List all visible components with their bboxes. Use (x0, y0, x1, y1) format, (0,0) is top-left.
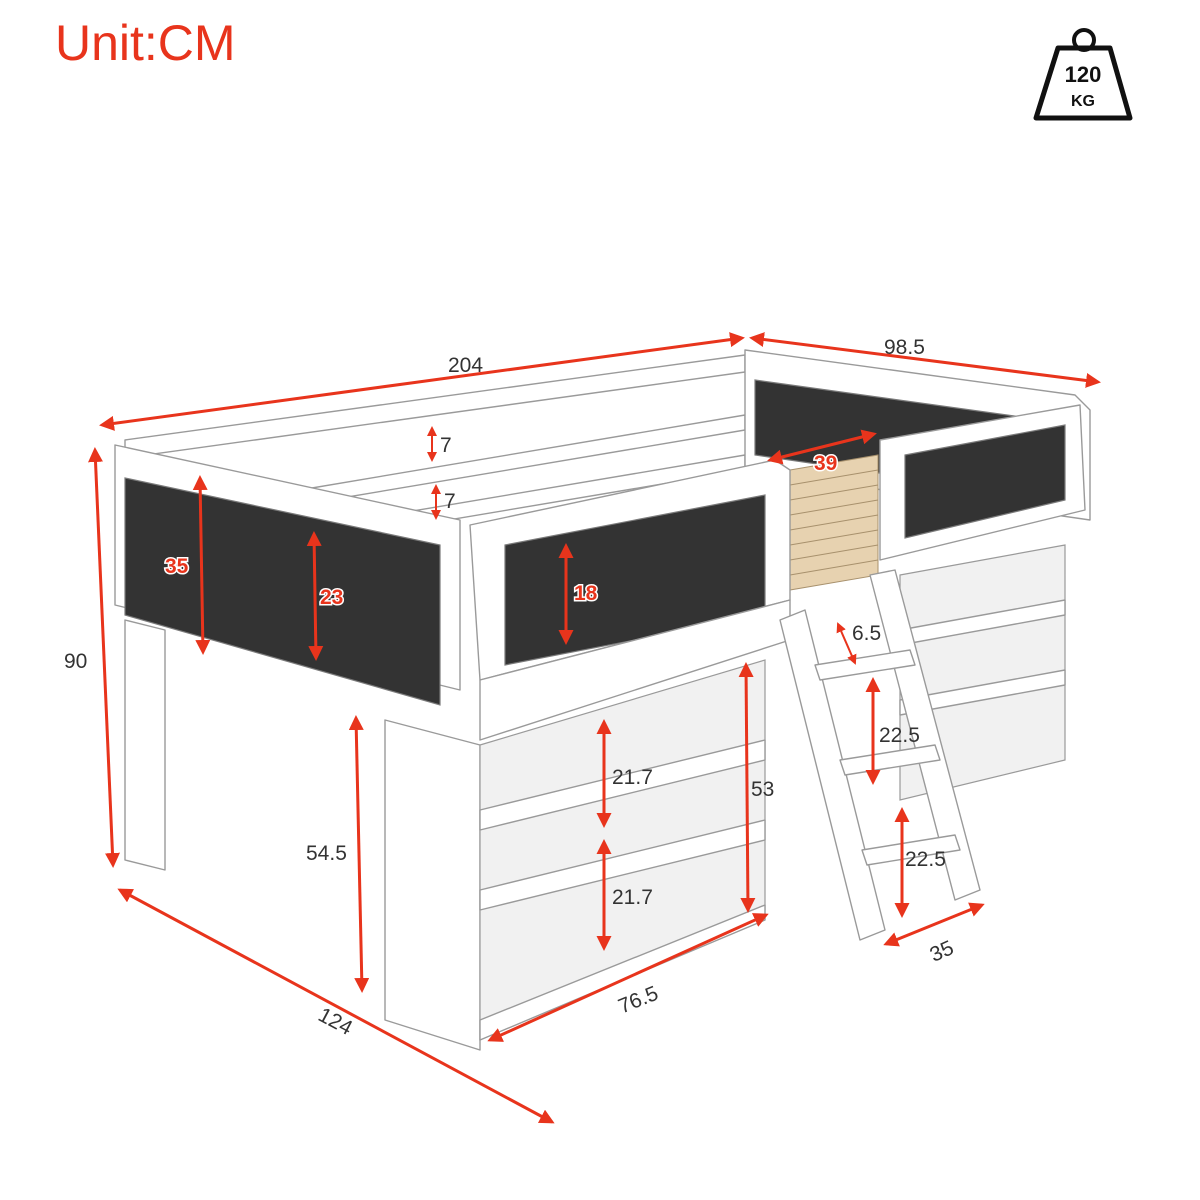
label-panel-front-b: 18 (574, 582, 598, 605)
label-length: 204 (448, 354, 483, 377)
weight-capacity-text: 120 (1065, 62, 1102, 87)
label-height: 90 (64, 650, 87, 673)
label-clearance: 54.5 (306, 842, 347, 865)
label-ladder-step-a: 22.5 (879, 724, 920, 747)
dimension-labels: 204 98.5 90 124 7 7 39 35 23 18 6.5 22.5… (64, 336, 957, 1040)
label-panel-front-a: 23 (320, 586, 343, 609)
dimension-arrows (88, 332, 1101, 1124)
label-ladder-width: 35 (926, 936, 957, 967)
weight-unit-text: KG (1071, 93, 1095, 110)
label-rail-gap-lower: 7 (444, 490, 456, 513)
unit-label: Unit:CM (55, 15, 236, 71)
label-ladder-step-b: 22.5 (905, 848, 946, 871)
label-shelf-upper: 21.7 (612, 766, 653, 789)
label-panel-left-end: 35 (165, 555, 189, 578)
weight-icon: 120 KG (1033, 28, 1133, 121)
label-bookcase-height: 53 (751, 778, 774, 801)
label-ladder-top-step: 6.5 (852, 622, 881, 645)
label-rail-gap-upper: 7 (440, 434, 452, 457)
label-bookcase-width: 76.5 (615, 982, 662, 1019)
label-shelf-lower: 21.7 (612, 886, 653, 909)
label-width: 98.5 (884, 336, 925, 359)
label-ladder-opening: 39 (814, 452, 837, 475)
label-depth: 124 (314, 1003, 356, 1040)
